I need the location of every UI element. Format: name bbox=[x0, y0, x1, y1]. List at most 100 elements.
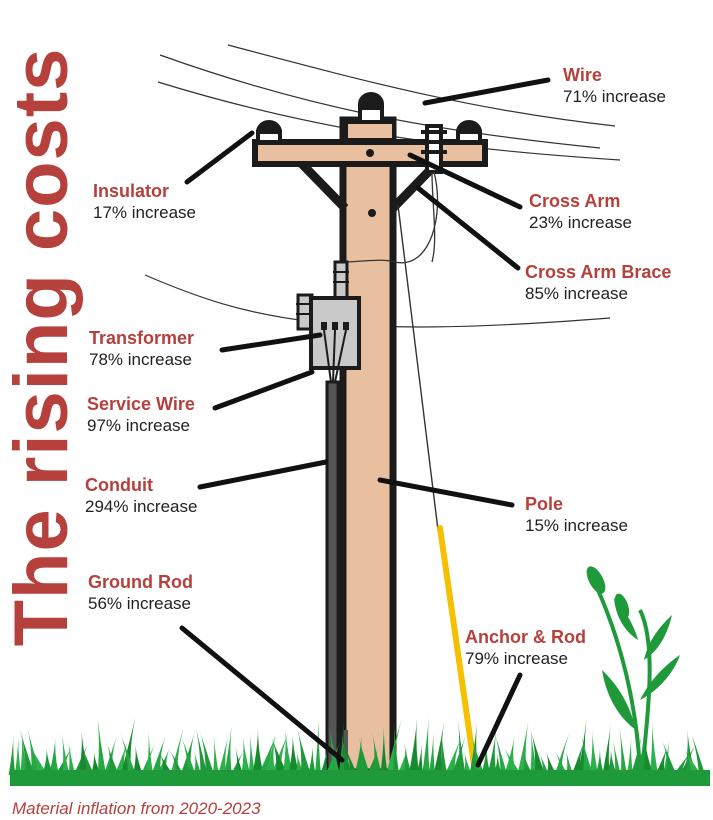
leader-cross-arm-brace bbox=[415, 185, 521, 271]
grass-blade bbox=[212, 734, 220, 775]
grass-blade bbox=[428, 731, 436, 775]
component-change: 15% increase bbox=[525, 516, 629, 535]
grass-blade bbox=[565, 748, 574, 775]
leader-wire bbox=[422, 77, 551, 106]
grass-blade bbox=[404, 742, 412, 775]
grass-blade bbox=[589, 729, 599, 775]
grass-blade bbox=[416, 742, 424, 775]
grass-blade bbox=[380, 725, 388, 775]
grass-blade bbox=[619, 725, 628, 775]
grass-blade bbox=[626, 736, 634, 775]
cattail-plant bbox=[586, 566, 680, 771]
grass-blade bbox=[523, 752, 533, 775]
grass-blade bbox=[194, 750, 202, 775]
grass-blade bbox=[199, 729, 215, 775]
component-change: 97% increase bbox=[87, 416, 191, 435]
grass-blade bbox=[234, 745, 244, 775]
grass-blade bbox=[642, 741, 654, 775]
component-name: Conduit bbox=[85, 475, 153, 495]
grass-blade bbox=[270, 736, 288, 775]
component-change: 85% increase bbox=[525, 284, 629, 303]
grass-blade bbox=[385, 719, 402, 775]
leader-insulator bbox=[184, 130, 255, 185]
grass-blade bbox=[684, 728, 696, 775]
grass-blade bbox=[264, 734, 276, 775]
conduit-shape bbox=[325, 380, 340, 774]
grass-blade bbox=[90, 751, 102, 775]
label-wire: Wire 71% increase bbox=[563, 65, 666, 107]
grass-blade bbox=[48, 737, 60, 775]
component-name: Pole bbox=[525, 494, 564, 514]
grass-blade bbox=[119, 731, 136, 775]
conduit-strap bbox=[337, 517, 345, 525]
grass-blade bbox=[487, 730, 497, 775]
component-name: Cross Arm Brace bbox=[525, 262, 672, 282]
grass-blade bbox=[288, 733, 300, 775]
grass-blade bbox=[457, 719, 466, 775]
grass-blade bbox=[612, 737, 622, 775]
label-ground-rod: Ground Rod 56% increase bbox=[88, 572, 193, 614]
grass-blade bbox=[649, 720, 659, 775]
leader-pole bbox=[377, 477, 515, 508]
anchor-rod bbox=[437, 525, 477, 768]
grass-blade bbox=[444, 738, 461, 775]
grass-blade bbox=[8, 734, 16, 775]
grass-blade bbox=[451, 735, 466, 775]
grass-blade bbox=[463, 751, 473, 775]
grass-blade bbox=[440, 729, 448, 775]
grass-blade bbox=[151, 735, 166, 775]
pole-bolt bbox=[368, 209, 376, 217]
grass-blade bbox=[271, 732, 289, 775]
grass-blade bbox=[545, 750, 557, 775]
component-name: Anchor & Rod bbox=[465, 627, 586, 647]
grass-blade bbox=[308, 745, 316, 775]
grass-blade bbox=[68, 739, 76, 775]
component-name: Ground Rod bbox=[88, 572, 193, 592]
grass-blade bbox=[18, 728, 35, 775]
grass-blade bbox=[661, 738, 677, 775]
grass-blade bbox=[295, 751, 305, 775]
grass-blade bbox=[146, 730, 154, 775]
grass-blade bbox=[341, 740, 358, 775]
grass-blade bbox=[14, 736, 22, 775]
label-cross-arm: Cross Arm 23% increase bbox=[529, 191, 632, 233]
cross-arm-bolt bbox=[366, 149, 374, 157]
grass-blade bbox=[530, 729, 538, 775]
grass-blade bbox=[606, 749, 618, 775]
grass-blade bbox=[107, 742, 120, 775]
component-change: 79% increase bbox=[465, 649, 569, 668]
component-change: 56% increase bbox=[88, 594, 192, 613]
grass-blade bbox=[655, 746, 668, 775]
component-name: Insulator bbox=[93, 181, 170, 201]
grass-blade bbox=[132, 744, 144, 775]
grass-blade bbox=[61, 732, 70, 775]
grass-blade bbox=[194, 722, 208, 775]
grass-blade bbox=[602, 723, 612, 775]
leader-conduit bbox=[197, 459, 329, 490]
grass-blade bbox=[282, 728, 294, 775]
label-cross-arm-brace: Cross Arm Brace 85% increase bbox=[525, 262, 671, 304]
grass-blade bbox=[358, 737, 371, 775]
component-change: 71% increase bbox=[563, 87, 667, 106]
grass-blade bbox=[167, 746, 184, 775]
component-change: 78% increase bbox=[89, 350, 193, 369]
grass-blade bbox=[481, 743, 491, 775]
grass-blade bbox=[180, 734, 196, 775]
component-name: Transformer bbox=[89, 328, 195, 348]
grass-blade bbox=[673, 752, 691, 775]
grass-blade bbox=[241, 736, 251, 775]
grass-blade bbox=[689, 728, 706, 775]
component-change: 23% increase bbox=[529, 213, 633, 232]
grass-blade bbox=[27, 727, 41, 775]
footnote: Material inflation from 2020-2023 bbox=[12, 799, 261, 818]
grass-blade bbox=[258, 735, 277, 775]
page-title: The rising costs bbox=[0, 47, 84, 647]
grass-blade bbox=[297, 727, 312, 775]
insulators bbox=[255, 92, 483, 174]
grass-blade bbox=[581, 735, 594, 775]
component-name: Wire bbox=[563, 65, 602, 85]
grass-blade bbox=[571, 741, 585, 775]
grass-blade bbox=[408, 718, 420, 775]
pole-shape bbox=[339, 116, 397, 776]
